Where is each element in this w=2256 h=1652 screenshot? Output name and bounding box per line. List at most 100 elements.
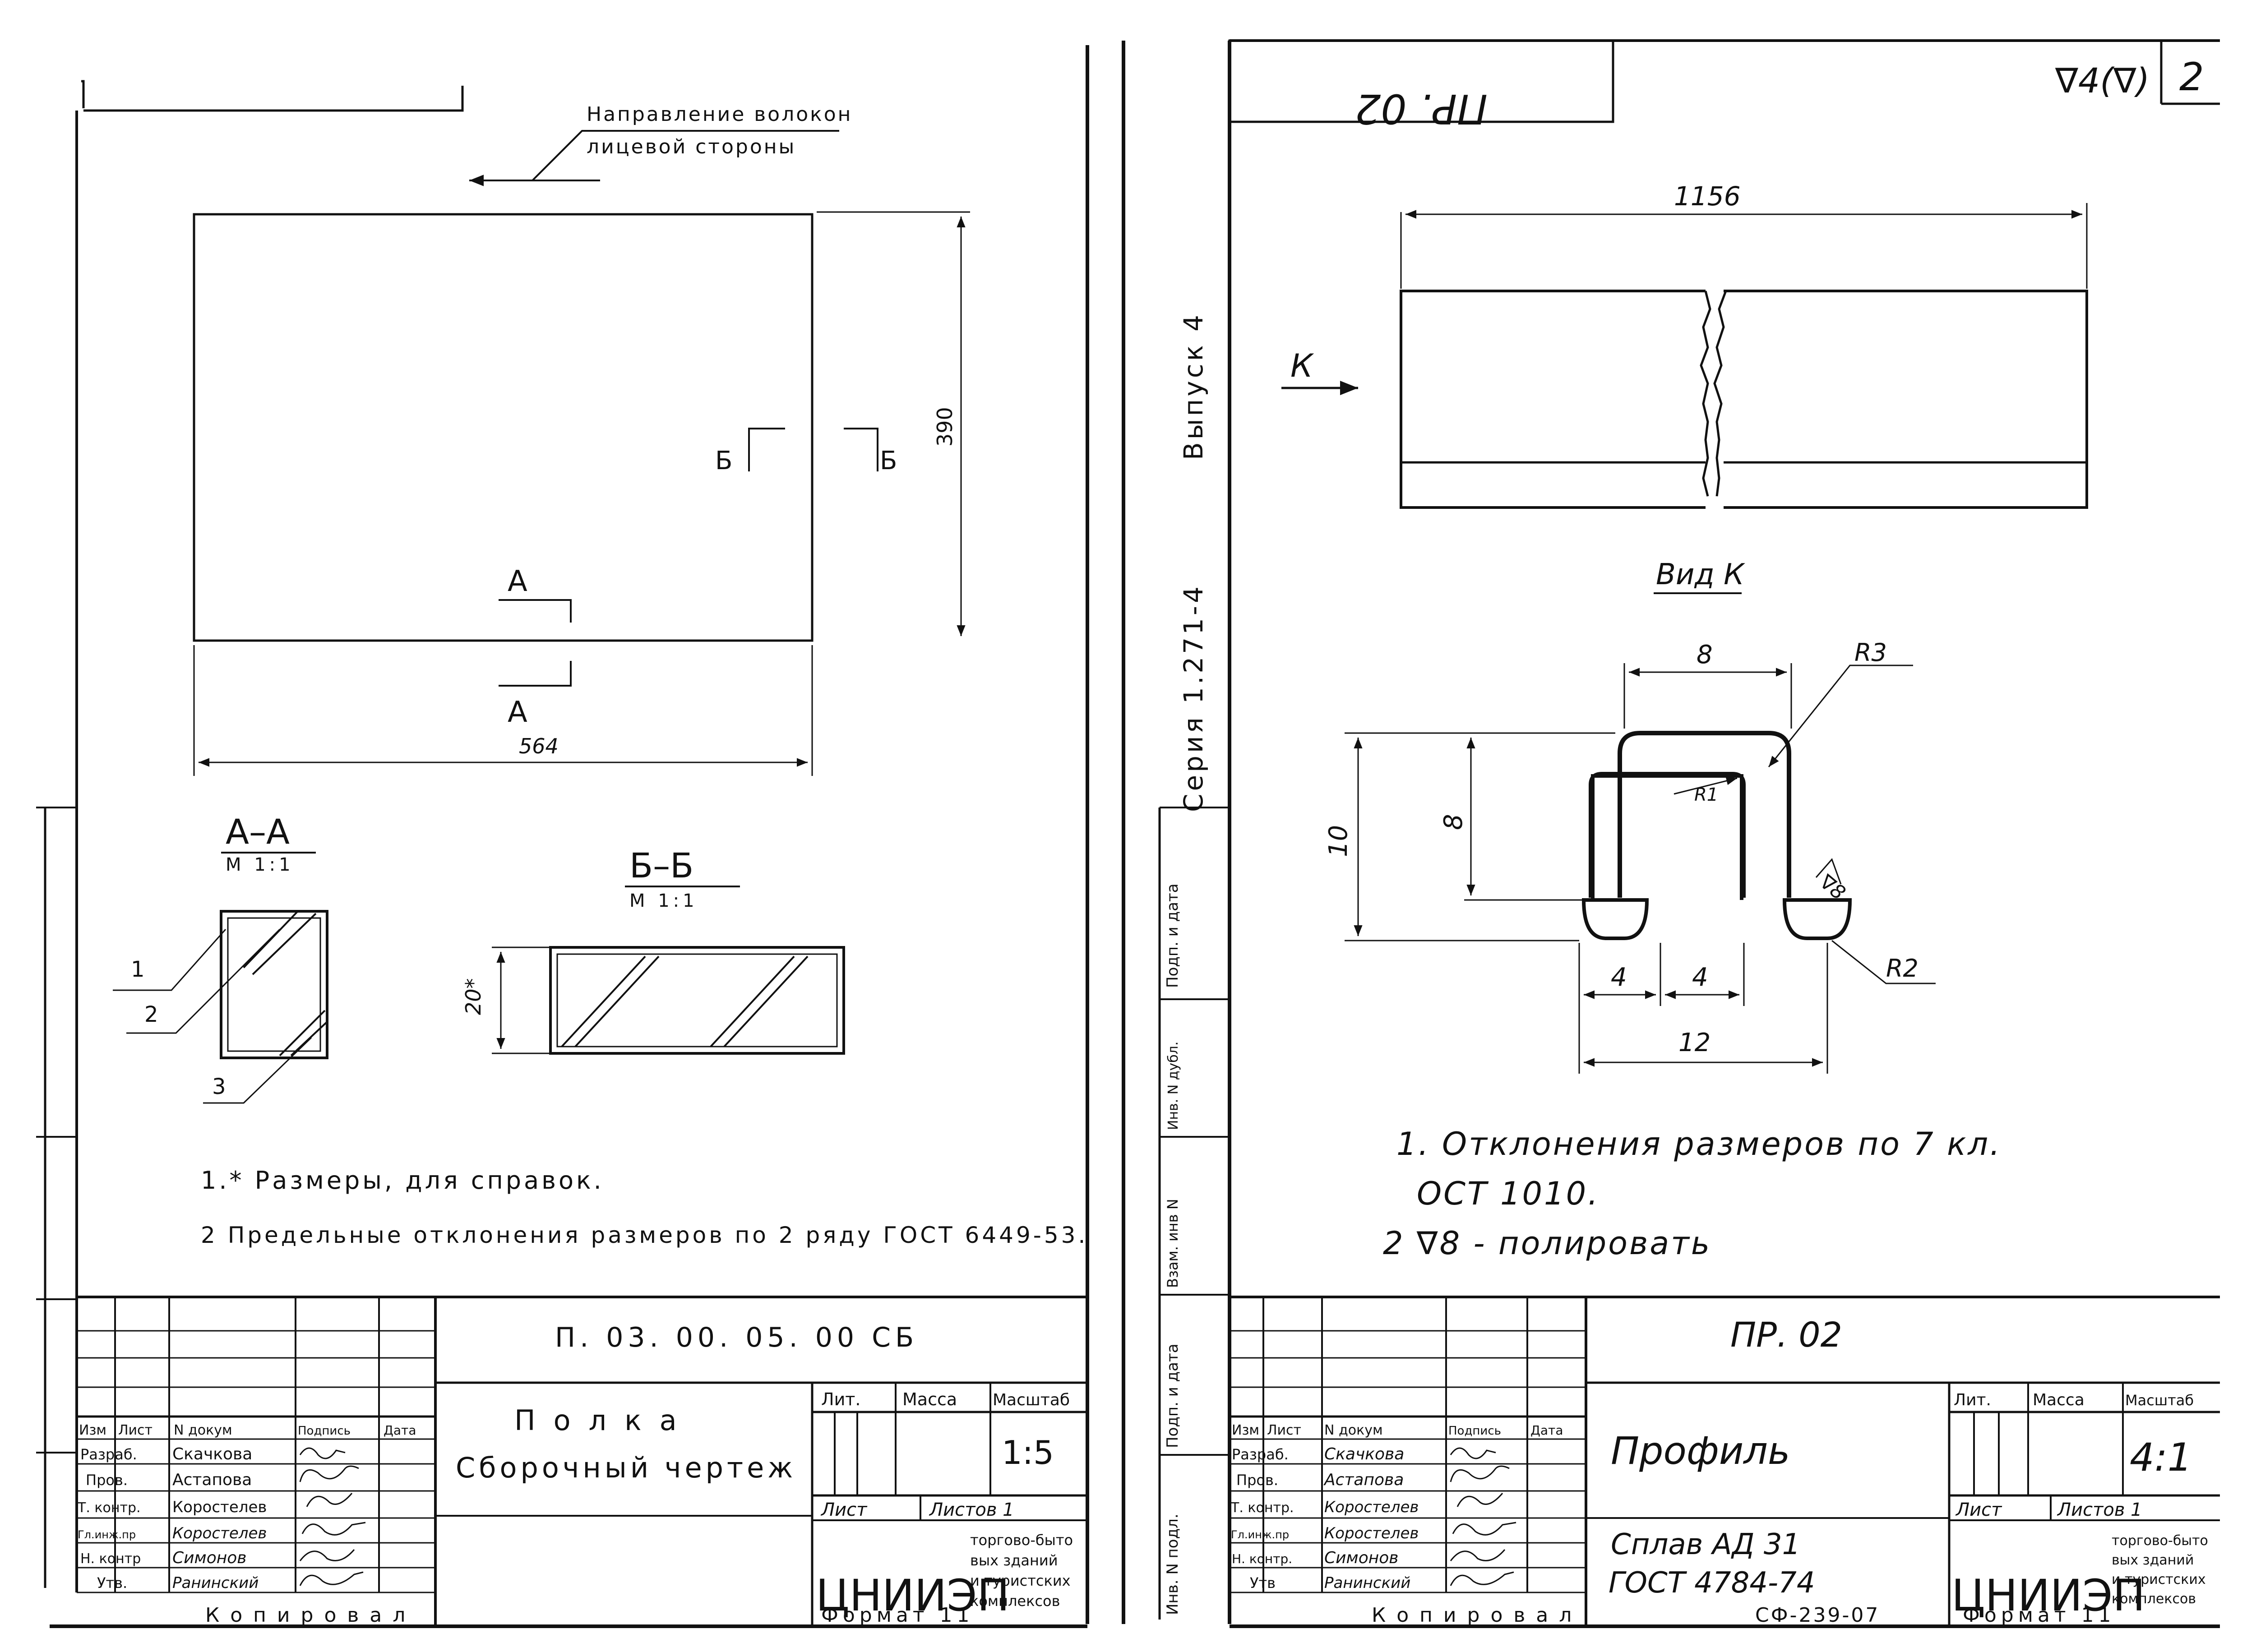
section-mark-a-bottom-stroke <box>499 661 572 687</box>
mirrored-code-box <box>1228 39 1614 123</box>
right-mass-label: Масса <box>2033 1391 2085 1409</box>
strip-label-2: Взам. инв N <box>1164 1199 1181 1288</box>
callout-1-leader <box>113 929 227 991</box>
section-bb-scale: М 1:1 <box>629 891 698 911</box>
left-sheet-corner-mark <box>81 80 85 108</box>
profile-bottom-a: 4 <box>1611 963 1627 992</box>
left-name-3: Коростелев <box>172 1524 267 1542</box>
left-role-3: Гл.инж.пр <box>78 1528 136 1541</box>
profile-radius-bottom: R2 <box>1886 954 1919 983</box>
left-scale-label: Масштаб <box>993 1391 1070 1409</box>
left-org-line2: вых зданий <box>970 1552 1058 1569</box>
section-mark-b-left-stroke <box>748 428 785 471</box>
section-bb-title: Б–Б <box>629 845 693 886</box>
left-org-line1: торгово-быто <box>970 1532 1073 1549</box>
right-sheet-code: СФ-239-07 <box>1755 1604 1880 1627</box>
fiber-note-leader <box>532 130 839 181</box>
profile-bottom-total: 12 <box>1678 1028 1710 1057</box>
right-org-line2: вых зданий <box>2112 1552 2194 1568</box>
fiber-note-line2: лицевой стороны <box>587 135 796 158</box>
right-name-1: Астапова <box>1323 1471 1404 1489</box>
section-mark-a-bottom: А <box>508 696 527 729</box>
mirrored-code: ПР. 02 <box>1355 85 1488 132</box>
left-col-list: Лист <box>118 1422 153 1438</box>
left-col-izm: Изм <box>79 1422 106 1438</box>
left-margin-strip <box>36 807 77 1588</box>
right-role-0: Разраб. <box>1232 1446 1289 1463</box>
left-col-data: Дата <box>384 1423 416 1438</box>
strip-label-4: Инв. N подл. <box>1164 1514 1182 1615</box>
right-role-3: Гл.инж.пр <box>1231 1528 1289 1541</box>
strip-label-0: Подп. и дата <box>1164 883 1182 988</box>
callout-2-leader <box>126 928 281 1034</box>
left-copied-label: Копировал <box>205 1604 416 1627</box>
left-org-abbr: ЦНИИЭП <box>816 1570 1010 1621</box>
right-material-line2: ГОСТ 4784-74 <box>1609 1566 1815 1600</box>
right-col-izm: Изм <box>1232 1422 1259 1438</box>
profile-outline <box>1618 731 1791 898</box>
view-k-title: Вид К <box>1656 558 1745 591</box>
left-note-1: 1.* Размеры, для справок. <box>201 1166 604 1195</box>
strip-label-1: Инв. N дубл. <box>1165 1042 1181 1131</box>
right-name-5: Ранинский <box>1324 1574 1410 1592</box>
right-sheets-label: Листов 1 <box>2057 1500 2142 1520</box>
callout-3-leader <box>203 1037 312 1104</box>
right-note-1-line1: 1. Отклонения размеров по 7 кл. <box>1396 1126 2002 1163</box>
right-name-3: Коростелев <box>1324 1524 1419 1542</box>
profile-bottom-b: 4 <box>1692 963 1708 992</box>
plate-height-label: 390 <box>933 407 957 447</box>
right-length-label: 1156 <box>1674 181 1741 212</box>
right-scale-value: 4:1 <box>2130 1435 2192 1480</box>
right-col-ndokum: N докум <box>1324 1422 1383 1438</box>
left-note-2: 2 Предельные отклонения размеров по 2 ря… <box>201 1222 1088 1248</box>
left-mass-label: Масса <box>902 1389 957 1409</box>
section-aa-title: А–А <box>226 812 290 852</box>
right-note-2: 2 ∇8 - полировать <box>1383 1225 1711 1262</box>
section-aa-outline <box>220 910 328 1059</box>
right-signatures <box>1450 1447 1516 1586</box>
left-title-name-line1: Полка <box>514 1404 695 1437</box>
right-sheet: 1156 К Вид К 8 R3 R1 10 8 ∇8 <box>1228 39 2220 1628</box>
callout-1: 1 <box>131 957 145 982</box>
left-scale-value: 1:5 <box>1002 1434 1054 1472</box>
left-name-0: Скачкова <box>172 1445 252 1463</box>
plate-outline <box>193 213 814 642</box>
profile-radius-outer: R3 <box>1854 638 1887 667</box>
right-col-podpis: Подпись <box>1448 1424 1501 1438</box>
left-format-label: Формат 11 <box>821 1604 974 1627</box>
section-bb-outline <box>549 946 845 1055</box>
left-title-name-line2: Сборочный чертеж <box>456 1451 796 1484</box>
callout-3: 3 <box>212 1074 226 1099</box>
left-doc-code: П. 03. 00. 05. 00 СБ <box>555 1322 918 1353</box>
left-org-line3: и туристских <box>970 1572 1071 1589</box>
right-doc-code: ПР. 02 <box>1730 1315 1842 1355</box>
strip-label-3: Подп. и дата <box>1164 1343 1182 1448</box>
section-mark-b-right-stroke <box>844 428 878 471</box>
profile-elevation-outline <box>1400 290 2088 509</box>
left-title-block <box>77 1296 1087 1626</box>
left-sheet: Направление волокон лицевой стороны 390 … <box>36 45 1089 1628</box>
right-org-line1: торгово-быто <box>2112 1533 2208 1549</box>
series-label: Серия 1.271-4 <box>1178 584 1209 812</box>
view-k-arrow-label: К <box>1290 347 1314 384</box>
fiber-note-line1: Направление волокон <box>587 103 852 126</box>
left-name-5: Ранинский <box>172 1574 259 1592</box>
right-role-5: Утв <box>1250 1574 1276 1592</box>
left-name-2: Коростелев <box>172 1498 267 1516</box>
left-name-4: Симонов <box>172 1549 247 1567</box>
right-col-list: Лист <box>1267 1422 1301 1438</box>
right-note-1-line2: ОСТ 1010. <box>1417 1175 1600 1212</box>
plate-width-label: 564 <box>519 734 559 758</box>
left-role-4: Н. контр <box>80 1551 141 1567</box>
left-org-line4: комплексов <box>970 1592 1060 1610</box>
left-role-1: Пров. <box>86 1472 128 1489</box>
right-format-label: Формат 11 <box>1963 1604 2116 1627</box>
left-role-5: Утв. <box>97 1574 127 1592</box>
right-material-line1: Сплав АД 31 <box>1611 1528 1800 1561</box>
section-mark-b-left: Б <box>715 446 732 475</box>
left-col-ndokum: N докум <box>174 1422 232 1438</box>
right-role-1: Пров. <box>1236 1472 1278 1489</box>
section-mark-b-right: Б <box>880 446 897 475</box>
section-mark-a-top-stroke <box>499 599 572 623</box>
